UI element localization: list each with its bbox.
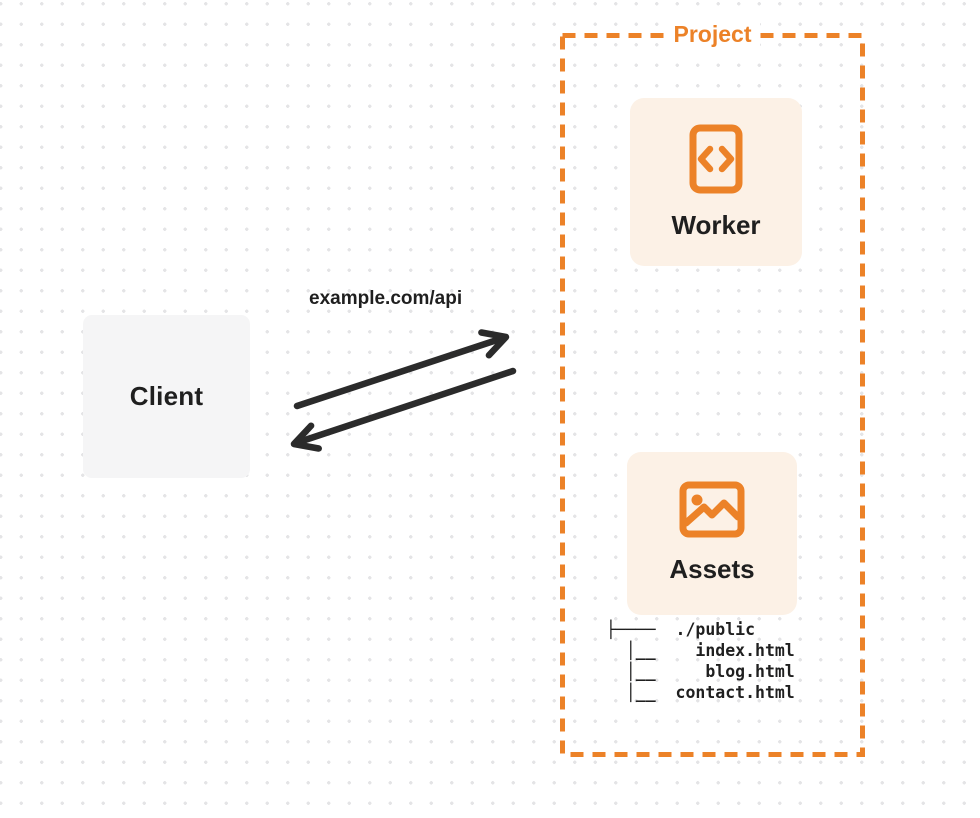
project-boundary: Project Worker Assets ├──── ./public │_ (560, 21, 865, 757)
assets-node: Assets (627, 452, 797, 615)
worker-node: Worker (630, 98, 802, 266)
assets-label: Assets (669, 554, 755, 584)
assets-file-tree: ├──── ./public │__ index.html │__ blog.h… (606, 620, 795, 702)
request-arrow (293, 329, 510, 410)
code-document-icon (689, 124, 743, 194)
worker-label: Worker (671, 210, 761, 240)
image-icon (679, 481, 745, 538)
response-arrow (290, 367, 517, 452)
project-title: Project (664, 21, 761, 47)
client-label: Client (129, 381, 204, 411)
client-node: Client (83, 315, 250, 478)
request-url-label: example.com/api (309, 288, 463, 309)
project-dashed-border (560, 33, 865, 757)
